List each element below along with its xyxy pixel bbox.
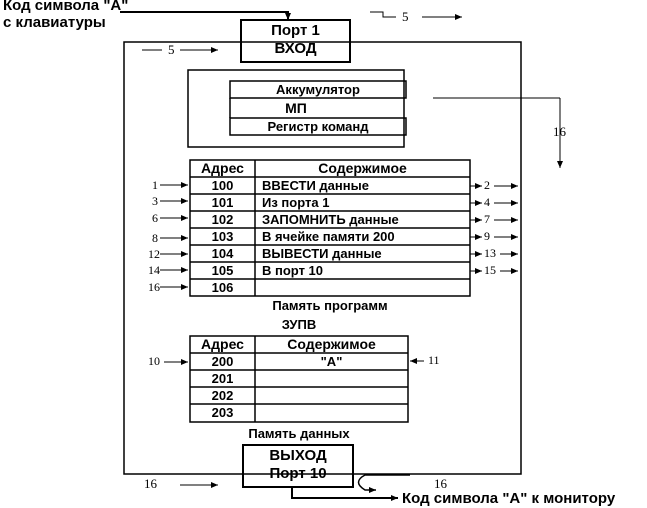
row-out-step: 2 xyxy=(484,178,490,192)
row-address: 103 xyxy=(211,229,234,244)
port-out-box xyxy=(242,444,354,488)
row-in-step: 14 xyxy=(148,263,160,277)
row-address: 101 xyxy=(211,195,234,210)
keyboard-input-line xyxy=(120,11,291,20)
row-address: 202 xyxy=(211,388,234,403)
instruction-register-label: Регистр команд xyxy=(267,119,369,134)
row-content: "А" xyxy=(320,354,343,369)
port-in-box xyxy=(240,19,351,63)
row-address: 104 xyxy=(211,246,234,261)
keyboard-input-label: Код символа "А" с клавиатуры xyxy=(3,0,128,31)
ram-label: ЗУПВ xyxy=(281,317,317,332)
row-out-step: 13 xyxy=(484,246,496,260)
row-out-step: 15 xyxy=(484,263,496,277)
row-in-step: 1 xyxy=(152,178,158,192)
row-in-step: 16 xyxy=(148,280,160,294)
step-label-bottom-left: 16 xyxy=(144,476,157,491)
keyboard-input-line1: Код символа "А" xyxy=(3,0,129,14)
data-memory-table xyxy=(189,335,409,423)
row-address: 105 xyxy=(211,263,234,278)
program-memory-header-address: Адрес xyxy=(201,160,244,176)
port-out-line1: ВЫХОД xyxy=(269,447,327,464)
instruction-register-box xyxy=(229,117,407,136)
loop-arrow xyxy=(357,474,410,493)
row-out-step: 4 xyxy=(484,195,490,209)
port-out: ВЫХОД Порт 10 xyxy=(243,447,353,483)
data-memory-header-content: Содержимое xyxy=(287,336,376,352)
cpu-label: МП xyxy=(285,100,307,116)
row-in-step: 12 xyxy=(148,247,160,261)
program-memory-header-content: Содержимое xyxy=(318,160,407,176)
cpu-box xyxy=(187,69,405,148)
row-content: В ячейке памяти 200 xyxy=(262,229,395,244)
row-address: 102 xyxy=(211,212,234,227)
row-address: 201 xyxy=(211,371,234,386)
row-out-step: 7 xyxy=(484,212,490,226)
row-content: В порт 10 xyxy=(262,263,324,278)
program-memory-title: Память программ xyxy=(272,298,388,313)
row-address: 200 xyxy=(211,354,234,369)
row-content: ЗАПОМНИТЬ данные xyxy=(262,212,399,227)
row-content: ВЫВЕСТИ данные xyxy=(262,246,382,261)
port-in-line1: Порт 1 xyxy=(271,22,320,39)
step-label-cpu-right: 16 xyxy=(553,124,566,139)
accumulator-box xyxy=(229,80,407,99)
monitor-output-label: Код символа "А" к монитору xyxy=(402,490,616,507)
data-memory-in-step: 10 xyxy=(148,354,160,368)
accumulator-label: Аккумулятор xyxy=(276,82,360,97)
port-in: Порт 1 ВХОД xyxy=(241,22,350,58)
row-address: 106 xyxy=(211,280,234,295)
row-address: 100 xyxy=(211,178,234,193)
row-content: Из порта 1 xyxy=(262,195,330,210)
system-bus-frame xyxy=(123,41,522,475)
row-in-step: 3 xyxy=(152,194,158,208)
port-out-line2: Порт 10 xyxy=(269,465,327,482)
data-memory-header-address: Адрес xyxy=(201,336,244,352)
data-memory-title: Память данных xyxy=(248,426,350,441)
step-label-left-port: 5 xyxy=(168,42,175,57)
data-memory-out-step: 11 xyxy=(428,353,440,367)
row-in-step: 8 xyxy=(152,231,158,245)
row-in-step: 6 xyxy=(152,211,158,225)
port-in-line2: ВХОД xyxy=(274,40,317,57)
row-address: 203 xyxy=(211,405,234,420)
row-out-step: 9 xyxy=(484,229,490,243)
keyboard-input-line2: с клавиатуры xyxy=(3,14,106,31)
row-content: ВВЕСТИ данные xyxy=(262,178,369,193)
step-label-top-right: 5 xyxy=(402,9,409,24)
monitor-output-line xyxy=(291,487,398,501)
step-label-bottom-right: 16 xyxy=(434,476,447,491)
